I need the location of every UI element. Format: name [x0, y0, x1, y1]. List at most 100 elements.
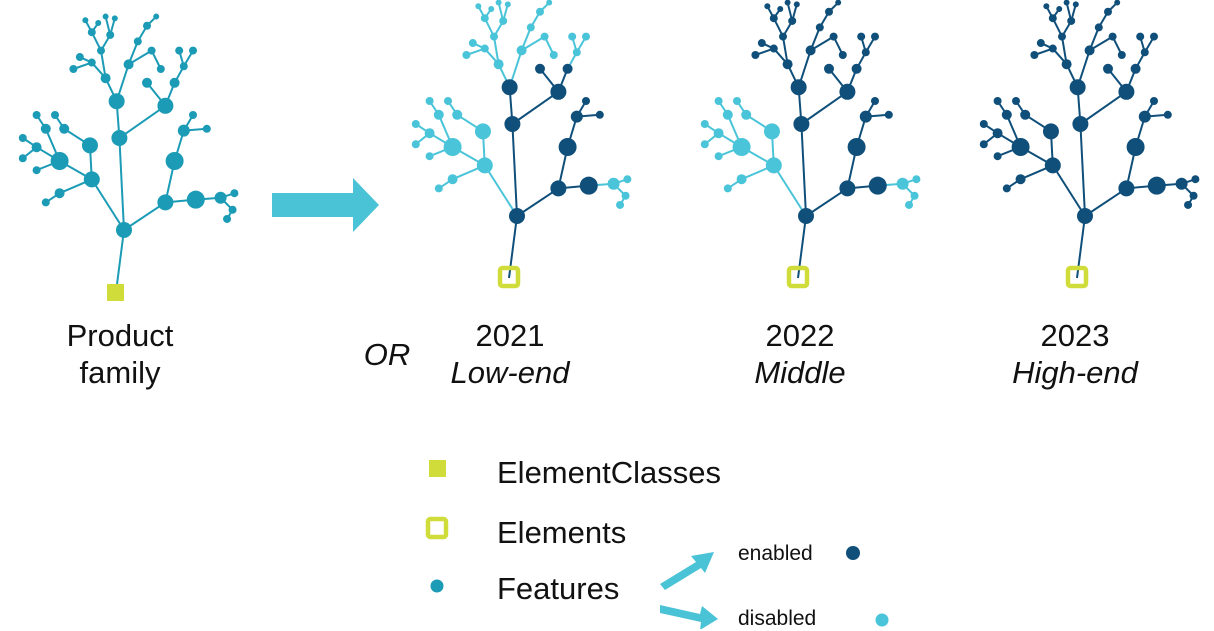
feature-node — [825, 7, 833, 16]
feature-node — [54, 188, 65, 199]
feature-node — [189, 46, 197, 55]
feature-node — [504, 1, 511, 8]
feature-node — [558, 138, 577, 156]
feature-node — [568, 32, 577, 41]
feature-node — [1140, 48, 1149, 57]
feature-node — [18, 154, 27, 163]
feature-node — [1118, 83, 1135, 100]
tree-edge — [511, 90, 559, 125]
feature-node — [75, 53, 84, 62]
element-marker — [497, 265, 521, 289]
feature-node — [1044, 157, 1061, 174]
feature-node — [31, 142, 42, 153]
feature-node — [175, 46, 184, 55]
feature-node — [214, 191, 227, 204]
feature-node — [111, 130, 128, 146]
feature-node — [133, 37, 142, 46]
feature-node — [1147, 176, 1166, 195]
feature-node — [1061, 59, 1072, 70]
tree-edge — [805, 187, 848, 217]
feature-node — [1103, 63, 1113, 74]
feature-node — [993, 97, 1002, 105]
feature-node — [1150, 97, 1158, 105]
feature-node — [861, 48, 870, 57]
feature-node — [480, 14, 489, 23]
feature-node — [474, 123, 491, 140]
feature-node — [1184, 200, 1193, 209]
feature-node — [910, 191, 919, 200]
feature-node — [839, 180, 856, 197]
feature-node — [847, 138, 866, 156]
tree-edge — [1051, 164, 1086, 217]
feature-node — [979, 120, 988, 128]
tree-edge — [483, 164, 518, 217]
feature-node — [177, 124, 190, 137]
feature-node — [851, 63, 862, 74]
tree-edge — [800, 90, 848, 125]
feature-node — [488, 6, 495, 12]
feature-node — [764, 3, 771, 10]
feature-node — [798, 208, 814, 224]
feature-node — [1118, 180, 1135, 197]
feature-node — [992, 128, 1003, 139]
feature-node — [447, 174, 458, 185]
feature-node — [714, 152, 723, 161]
product-family-tree — [18, 13, 239, 301]
feature-node — [186, 190, 205, 209]
feature-node — [95, 20, 102, 26]
feature-node — [871, 97, 879, 105]
feature-node — [476, 157, 493, 174]
feature-node — [570, 110, 583, 123]
feature-node — [763, 123, 780, 140]
feature-node — [713, 128, 724, 139]
feature-node — [228, 205, 237, 214]
feature-node — [979, 140, 988, 149]
legend-disabled-dot — [875, 613, 889, 627]
feature-node — [884, 110, 893, 119]
feature-node — [788, 16, 797, 25]
feature-node — [805, 45, 816, 56]
feature-node — [824, 63, 834, 74]
feature-node — [1042, 123, 1059, 140]
element-marker — [786, 265, 810, 289]
tree-edge — [516, 187, 559, 217]
variant-label-2023: 2023 High-end — [985, 317, 1165, 391]
feature-node — [790, 79, 807, 96]
variant-label-2022: 2022 Middle — [710, 317, 890, 391]
feature-node — [1056, 6, 1063, 12]
feature-node — [116, 222, 132, 238]
product-family-line2: family — [79, 355, 161, 390]
feature-node — [1048, 44, 1057, 53]
legend-element-marker — [425, 516, 449, 540]
feature-node — [769, 44, 778, 53]
feature-node — [142, 77, 152, 88]
feature-node — [462, 51, 471, 59]
feature-node — [723, 184, 732, 193]
feature-node — [549, 51, 558, 59]
variant-tree-2022 — [700, 0, 921, 289]
feature-node — [1117, 51, 1126, 59]
feature-node — [59, 123, 70, 134]
feature-node — [1015, 174, 1026, 185]
feature-node — [18, 134, 27, 142]
feature-node — [490, 32, 498, 41]
feature-node — [169, 77, 180, 88]
feature-node — [1130, 63, 1141, 74]
feature-node — [912, 175, 921, 184]
feature-node — [765, 157, 782, 174]
feature-node — [526, 23, 535, 32]
feature-node — [784, 0, 791, 6]
feature-node — [87, 28, 96, 37]
feature-node — [736, 174, 747, 185]
feature-node — [815, 23, 824, 32]
feature-node — [41, 198, 50, 207]
feature-node — [536, 7, 544, 16]
feature-node — [595, 110, 604, 119]
feature-node — [859, 110, 872, 123]
feature-node — [757, 39, 766, 48]
legend-enabled-arrow — [660, 552, 714, 590]
feature-node — [452, 109, 463, 120]
feature-node — [582, 32, 590, 41]
feature-node — [782, 59, 793, 70]
